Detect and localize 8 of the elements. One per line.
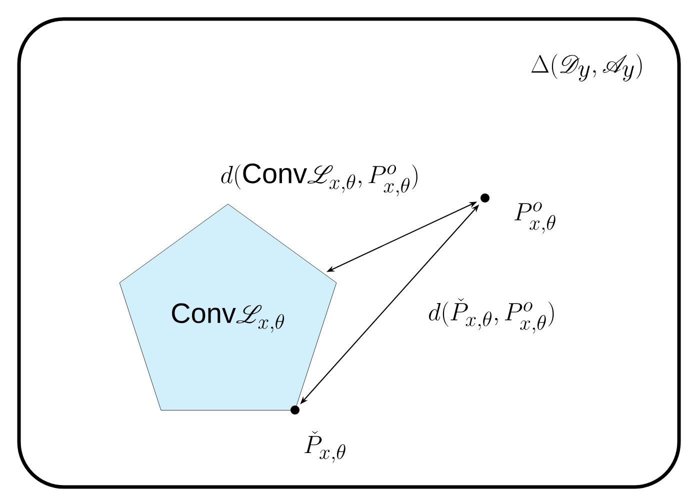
pentagon: $\text{Conv}\mathscr{L}_{x,\theta}$ [119, 204, 337, 410]
point-label: $P^o_{x,\theta}$ [514, 202, 556, 234]
point-dot [290, 406, 300, 414]
edge-label: $d(\check{P}_{x,\theta}, P^o_{x,\theta})$ [427, 297, 558, 335]
point-dot [480, 194, 490, 202]
outer-frame: $\Delta(\mathscr{D}_y, \mathscr{A}_y)$ [531, 54, 642, 82]
edge-label: $d(\text{Conv}\mathscr{L}_{x,\theta}, P^o_{x,\theta})$ [219, 162, 421, 198]
point-label: $\check{P}_{x,\theta}$ [304, 430, 346, 463]
